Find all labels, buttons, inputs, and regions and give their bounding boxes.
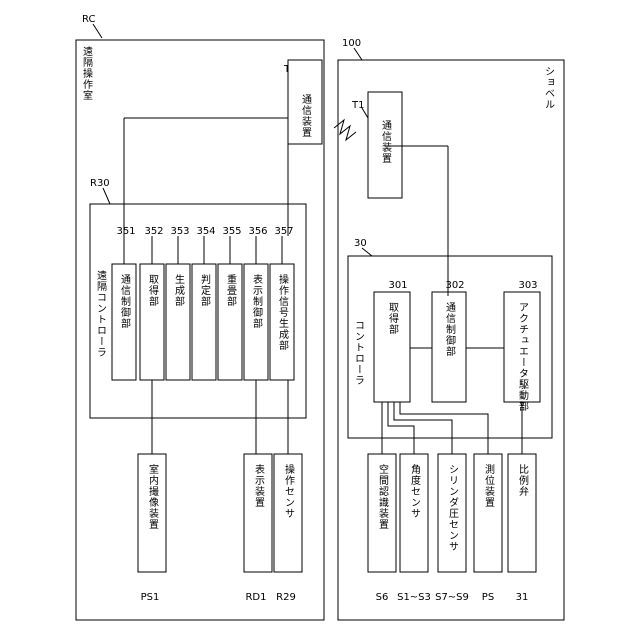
excavator-device-s1s3: 角度センサ S1~S3 <box>397 454 431 603</box>
wire-301-to-s1s3 <box>388 402 414 454</box>
remote-device-rd1: 表示装置 RD1 <box>244 454 272 603</box>
excavator-device-31-label: 比例弁 <box>517 464 529 497</box>
excavator-device-s6-label: 空間認識装置 <box>377 463 389 530</box>
excavator-leader-line <box>354 48 362 60</box>
controller-30-leader-line <box>362 248 372 256</box>
excavator-device-ps-ref: PS <box>482 592 494 603</box>
controller-30-ref: 30 <box>354 238 367 249</box>
remote-device-ps1: 室内撮像装置 PS1 <box>138 454 166 603</box>
wire-301-to-ps <box>400 402 488 454</box>
wireless-link-symbol <box>334 120 356 140</box>
controller-unit-301-ref: 301 <box>388 280 407 291</box>
controller-unit-303-ref: 303 <box>518 280 537 291</box>
remote-device-ps1-ref: PS1 <box>141 592 160 603</box>
remote-unit-352-ref: 352 <box>144 226 163 237</box>
excavator-device-s7s9: シリンダ圧センサ S7~S9 <box>435 454 469 603</box>
remote-unit-355-ref: 355 <box>222 226 241 237</box>
remote-unit-355-label: 重畳部 <box>225 273 237 307</box>
remote-operation-room-title: 遠隔操作室 <box>81 45 93 101</box>
controller-units-group: 取得部 301 通信制御部302 アクチュエータ駆動部 303 <box>374 280 540 412</box>
remote-unit-354-label: 判定部 <box>199 274 211 307</box>
remote-units-group: 通信制御部 351 取得部 352 生成部 353 判定部 354 重畳部 355 表示制御部 356… <box>112 226 294 380</box>
r30-leader-line <box>103 188 110 204</box>
wire-301-to-s7s9 <box>394 402 452 454</box>
remote-controller-label: 遠隔コントローラ <box>95 269 107 358</box>
remote-unit-353-label: 生成部 <box>173 273 185 307</box>
controller-unit-302: 通信制御部302 <box>432 280 466 402</box>
excavator-ref: 100 <box>342 38 361 49</box>
excavator-title: ショベル <box>543 66 555 110</box>
controller-unit-301-label: 取得部 <box>387 302 399 335</box>
t1-leader-line <box>362 108 368 118</box>
remote-device-r29-ref: R29 <box>276 592 296 603</box>
remote-device-ps1-label: 室内撮像装置 <box>147 463 159 530</box>
remote-unit-357-ref: 357 <box>274 226 293 237</box>
remote-device-r29: 操作センサ R29 <box>274 454 302 603</box>
remote-unit-352-label: 取得部 <box>147 274 159 307</box>
remote-device-rd1-ref: RD1 <box>245 592 266 603</box>
excavator-device-s7s9-ref: S7~S9 <box>435 592 469 603</box>
excavator-device-s6-ref: S6 <box>376 592 389 603</box>
excavator-device-s6: 空間認識装置 S6 <box>368 454 396 603</box>
controller-unit-303-label: アクチュエータ駆動部 <box>517 302 529 412</box>
excavator-device-s7s9-label: シリンダ圧センサ <box>447 464 459 552</box>
excavator-device-s1s3-label: 角度センサ <box>409 464 421 519</box>
excavator-devices-group: 空間認識装置 S6 角度センサ S1~S3 シリンダ圧センサ S7~S9 測位装置 PS 比例弁… <box>368 454 536 603</box>
remote-unit-353-ref: 353 <box>170 226 189 237</box>
excavator-device-s1s3-ref: S1~S3 <box>397 592 431 603</box>
remote-operation-room-ref: RC <box>82 14 95 25</box>
excavator-device-31: 比例弁 31 <box>508 454 536 603</box>
remote-unit-351-label: 通信制御部 <box>119 274 131 329</box>
remote-unit-356-ref: 356 <box>248 226 267 237</box>
controller-unit-301: 取得部 301 <box>374 280 410 402</box>
r30-ref: R30 <box>90 178 110 189</box>
remote-unit-351-ref: 351 <box>116 226 135 237</box>
remote-unit-356-label: 表示制御部 <box>251 273 263 329</box>
excavator-device-ps-label: 測位装置 <box>483 463 495 508</box>
t1-communication-device-label: 通信装置 <box>380 120 392 164</box>
remote-unit-357-label: 操作信号生成部 <box>277 273 289 351</box>
remote-unit-354-ref: 354 <box>196 226 215 237</box>
excavator-device-ps: 測位装置 PS <box>474 454 502 603</box>
controller-unit-303: アクチュエータ駆動部 303 <box>504 280 540 412</box>
remote-devices-group: 室内撮像装置 PS1 表示装置 RD1 操作センサ R29 <box>138 454 302 603</box>
excavator-device-31-ref: 31 <box>516 592 529 603</box>
t2-communication-device-label: 通信装置 <box>300 94 312 138</box>
controller-label: コントローラ <box>353 320 364 386</box>
rc-leader-line <box>93 24 102 38</box>
remote-device-r29-label: 操作センサ <box>283 463 295 519</box>
remote-device-rd1-label: 表示装置 <box>253 463 265 508</box>
controller-unit-302-label: 通信制御部 <box>444 302 456 357</box>
